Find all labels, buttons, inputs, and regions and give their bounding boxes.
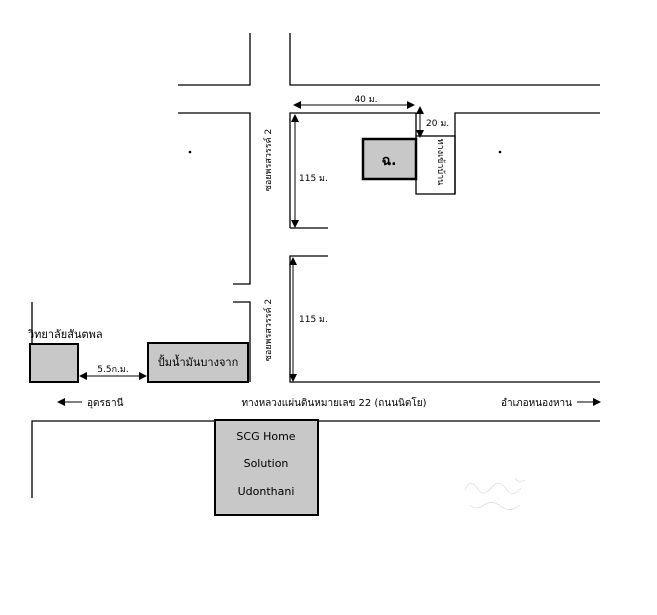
dimension-5-5km-label: 5.5ก.ม. bbox=[97, 365, 128, 375]
dimension-115m-bottom-label: 115 ม. bbox=[299, 315, 328, 325]
dimension-115m-top-label: 115 ม. bbox=[299, 174, 328, 184]
highway-bottom-edge bbox=[31, 420, 600, 498]
college-label: วิทยาลัยสันตพล bbox=[27, 328, 102, 341]
gas-station-label: ปั้มน้ำมันบางจาก bbox=[158, 354, 239, 369]
direction-left-label: อุดรธานี bbox=[87, 397, 124, 409]
road-edge-low-left bbox=[233, 301, 251, 382]
dimension-40m-label: 40 ม. bbox=[354, 95, 377, 105]
highway-label: ทางหลวงแผ่นดินหมายเลข 22 (ถนนนิตโย) bbox=[242, 396, 427, 409]
dot-marker bbox=[498, 150, 502, 154]
gas-station-building: ปั้มน้ำมันบางจาก bbox=[147, 342, 249, 383]
college-building bbox=[29, 343, 79, 383]
scan-smudge bbox=[464, 477, 526, 510]
scg-label-line2: Solution bbox=[244, 457, 289, 470]
road-edge-top-right bbox=[289, 33, 600, 86]
scg-building: SCG Home Solution Udonthani bbox=[214, 419, 319, 516]
scg-label-line1: SCG Home bbox=[236, 430, 295, 443]
road-edge-mid-right-c bbox=[454, 112, 600, 194]
road-edge-low-right bbox=[289, 255, 600, 383]
soi-label-top: ซอยพรสวรรค์ 2 bbox=[262, 129, 274, 191]
target-building-label: ฉ. bbox=[382, 153, 397, 169]
direction-right-label: อำเภอหนองหาน bbox=[501, 398, 572, 409]
soi-label-bottom: ซอยพรสวรรค์ 2 bbox=[262, 299, 274, 361]
dot-marker bbox=[188, 150, 192, 154]
target-building: ฉ. bbox=[361, 137, 418, 181]
driveway-label: ทางเข้าบ้าน bbox=[435, 139, 446, 186]
road-edge-top-left bbox=[178, 33, 251, 86]
scg-label-line3: Udonthani bbox=[238, 485, 295, 498]
dimension-20m-label: 20 ม. bbox=[426, 119, 449, 129]
road-edge-mid-left bbox=[178, 112, 251, 285]
